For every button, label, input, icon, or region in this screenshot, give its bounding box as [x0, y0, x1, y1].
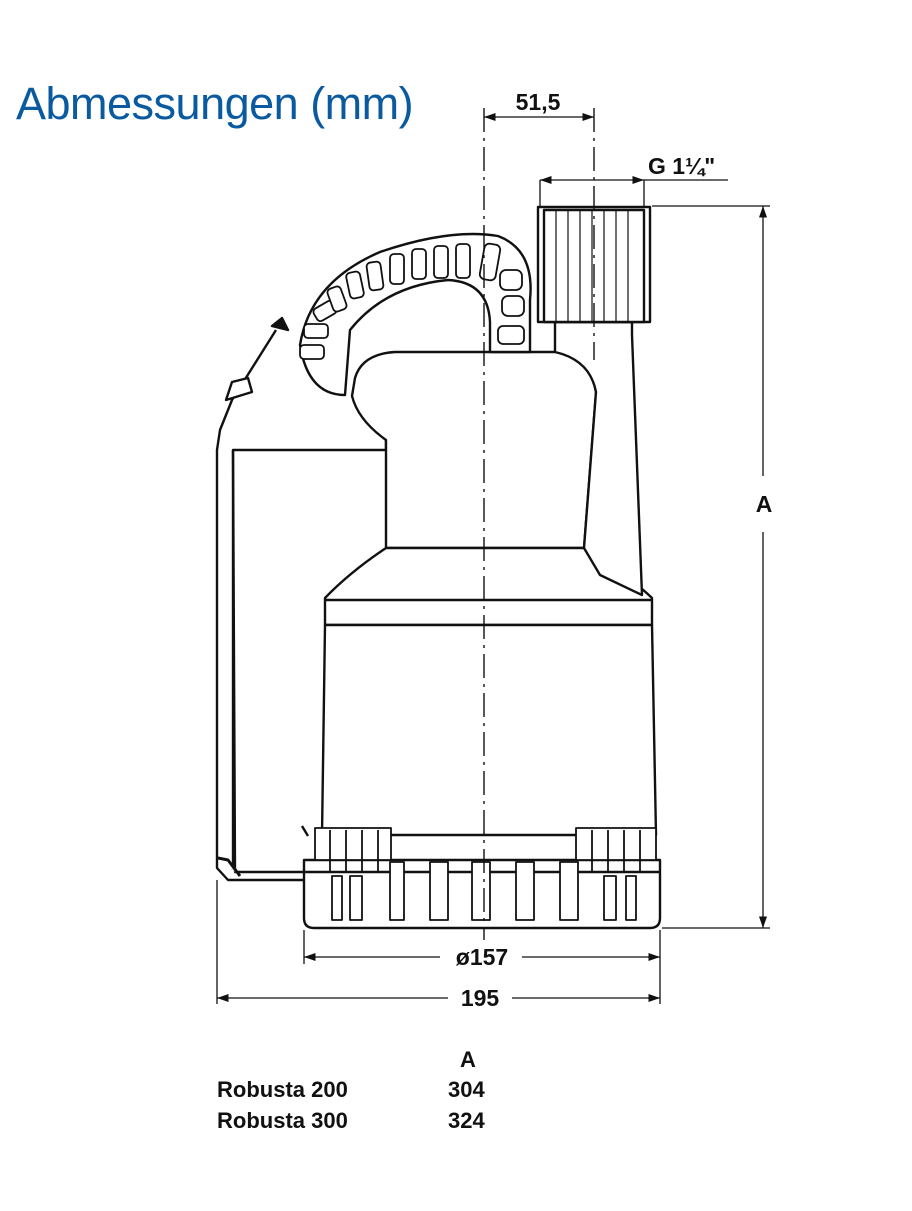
base-clips — [314, 827, 657, 872]
motor-housing — [320, 623, 658, 837]
table-row-value: 324 — [448, 1108, 485, 1133]
dimension-offset-label: 51,5 — [516, 89, 561, 115]
dimension-height-label: A — [756, 491, 773, 517]
table-row-model: Robusta 200 — [217, 1077, 348, 1102]
handle-grip-ribs — [299, 242, 525, 360]
table-row-model: Robusta 300 — [217, 1108, 348, 1133]
page-title: Abmessungen (mm) — [16, 78, 414, 129]
table-column-header: A — [460, 1047, 476, 1072]
inlet-slots — [331, 861, 637, 921]
dimension-diameter-label: ø157 — [456, 944, 508, 970]
table-row-value: 304 — [448, 1077, 485, 1102]
discharge-riser — [553, 320, 644, 597]
upper-body — [350, 350, 598, 550]
dimension-lines — [216, 112, 770, 1004]
centerlines — [483, 108, 595, 940]
dimension-thread-label: G 1¼" — [648, 153, 715, 179]
dimension-width-label: 195 — [461, 985, 500, 1011]
pump-outline — [215, 205, 662, 930]
